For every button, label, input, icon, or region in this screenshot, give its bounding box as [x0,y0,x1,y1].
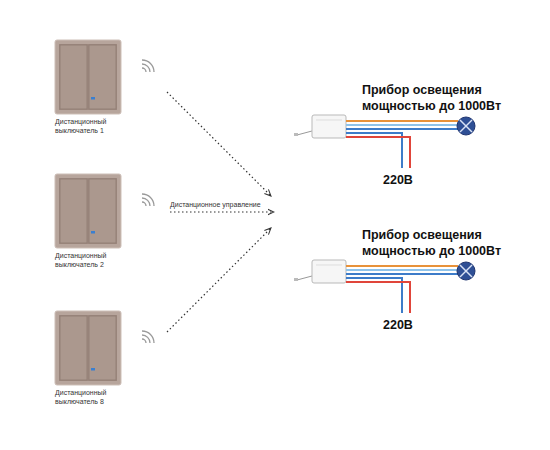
switch-picture [55,174,121,248]
switch-label: Дистанционный выключатель 1 [55,118,125,135]
voltage-label: 220В [383,317,443,333]
signal-icon [142,331,154,343]
device-title: Прибор освещения мощностью до 1000Вт [362,227,512,260]
device-title: Прибор освещения мощностью до 1000Вт [362,82,512,115]
switch-node: Дистанционный выключатель 8 [53,309,127,410]
signal-arrow [167,92,271,196]
switch-label: Дистанционный выключатель 2 [55,252,125,269]
switch-node: Дистанционный выключатель 2 [53,172,127,273]
signal-icon [142,60,154,72]
signal-arrow [170,211,274,212]
receiver-lamp [294,260,475,313]
switch-picture [55,40,121,114]
signal-icon [142,194,154,206]
annotation: Дистанционное управление [170,200,290,209]
switch-label: Дистанционный выключатель 8 [55,389,125,406]
switch-picture [55,311,121,385]
receiver-lamp [294,115,475,168]
signal-arrow [167,228,271,332]
voltage-label: 220В [383,172,443,188]
switch-node: Дистанционный выключатель 1 [53,38,127,139]
